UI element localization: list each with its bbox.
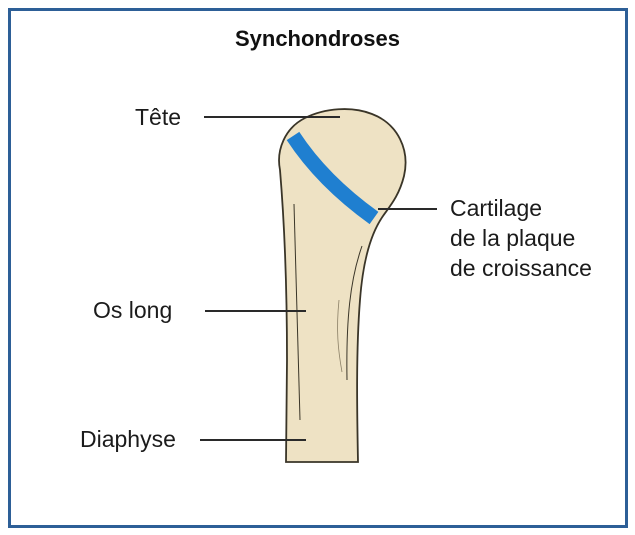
label-growth-plate-line-3: de croissance xyxy=(450,253,592,283)
long-bone-shape xyxy=(279,109,405,462)
label-growth-plate-line-2: de la plaque xyxy=(450,223,592,253)
label-head: Tête xyxy=(135,106,181,129)
label-long-bone: Os long xyxy=(93,299,172,322)
label-growth-plate: Cartilage de la plaque de croissance xyxy=(450,193,592,283)
label-growth-plate-line-1: Cartilage xyxy=(450,193,592,223)
label-diaphysis: Diaphyse xyxy=(80,428,176,451)
